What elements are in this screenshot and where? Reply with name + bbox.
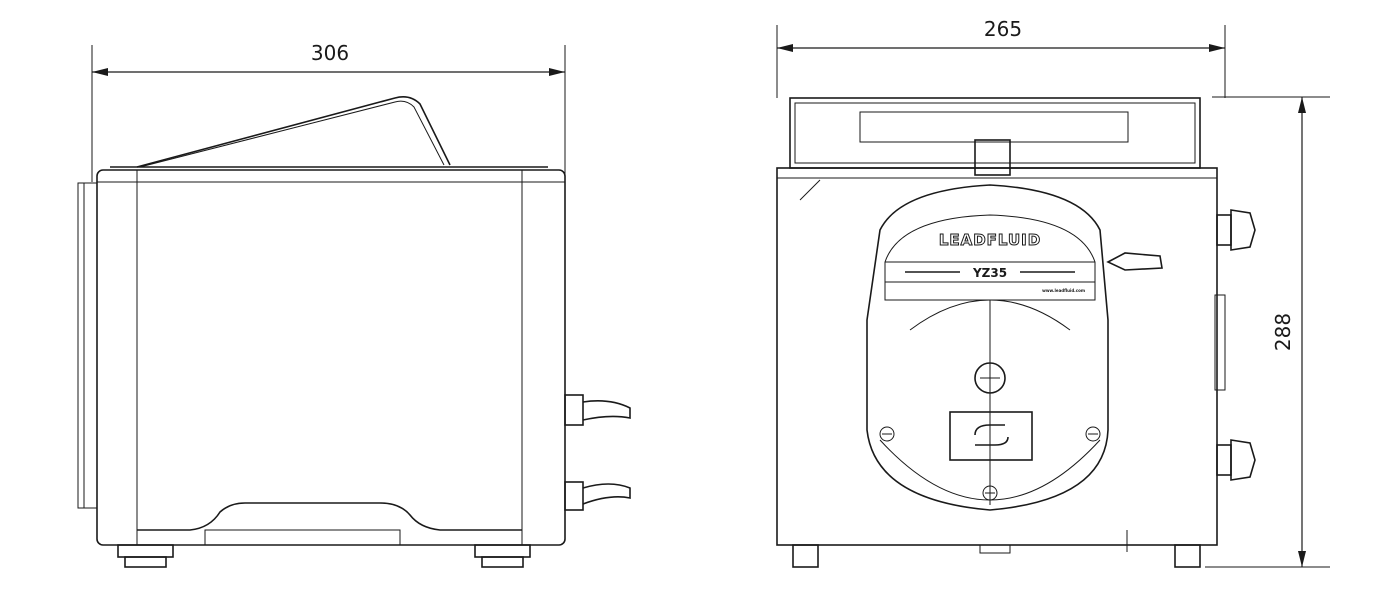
front-width-dimension: 265 bbox=[776, 17, 1226, 98]
front-view: 265 288 bbox=[776, 17, 1330, 568]
brand-logo-text: LEADFLUID bbox=[939, 231, 1041, 249]
side-body bbox=[77, 96, 631, 568]
pump-head: LEADFLUID YZ35 www.leadfluid.com bbox=[866, 184, 1163, 511]
front-height-dimension: 288 bbox=[1205, 96, 1330, 568]
front-width-label: 265 bbox=[984, 17, 1022, 41]
front-connectors bbox=[1216, 209, 1256, 481]
side-feet bbox=[117, 544, 531, 568]
website-label: www.leadfluid.com bbox=[1042, 288, 1085, 293]
side-connectors bbox=[564, 394, 631, 511]
front-body: LEADFLUID YZ35 www.leadfluid.com bbox=[776, 97, 1256, 568]
front-height-label: 288 bbox=[1271, 313, 1295, 351]
logo-plate bbox=[949, 411, 1033, 461]
side-width-label: 306 bbox=[311, 41, 349, 65]
model-label: YZ35 bbox=[972, 266, 1007, 280]
side-view: 306 bbox=[77, 41, 631, 568]
side-width-dimension: 306 bbox=[91, 41, 566, 182]
front-feet bbox=[792, 530, 1201, 568]
